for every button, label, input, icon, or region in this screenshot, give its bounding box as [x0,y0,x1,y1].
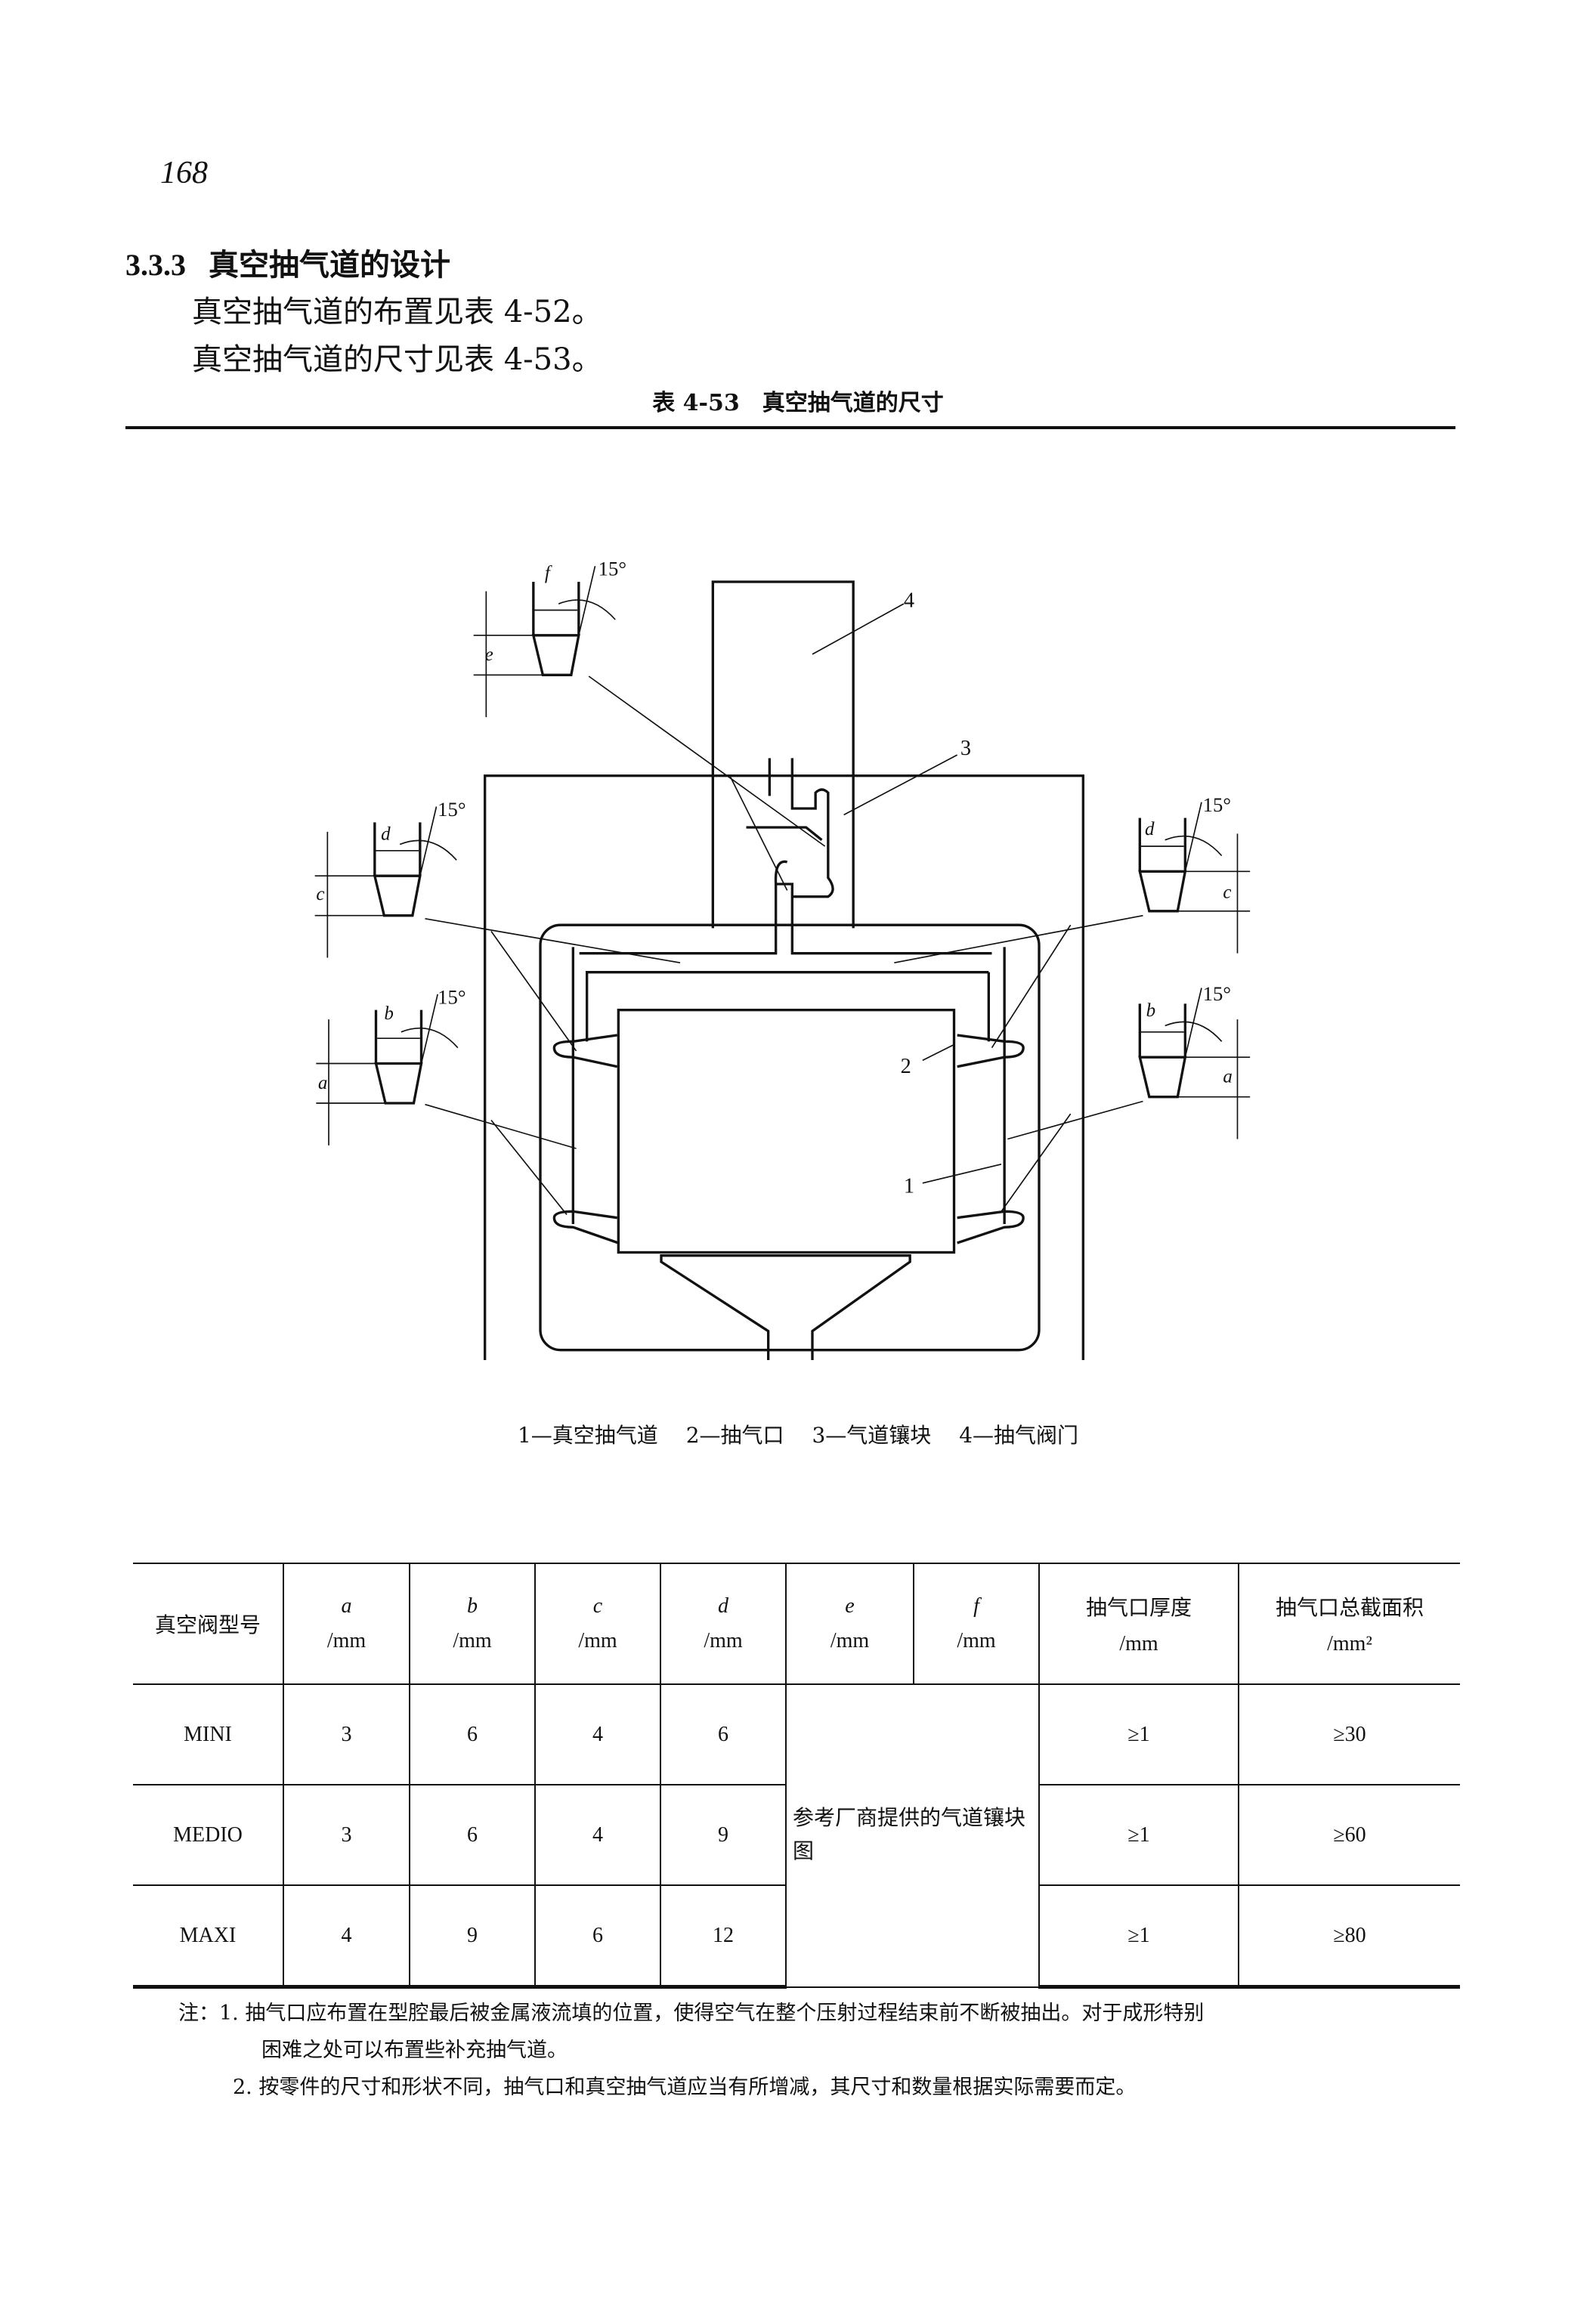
dim-label-b: b [1146,1000,1156,1021]
legend-item: 3—气道镶块 [812,1423,932,1448]
dim-label-a: a [318,1073,328,1093]
dim-label-c: c [1223,882,1231,902]
table-header-row: 真空阀型号 a/mm b/mm c/mm d/mm e/mm f/mm 抽气口厚… [133,1563,1460,1685]
cell-area: ≥60 [1238,1784,1460,1886]
table-title: 表 4-53 真空抽气道的尺寸 [652,390,944,416]
cell-b: 6 [409,1784,536,1886]
section-number: 3.3.3 [125,248,186,282]
angle-label: 15° [1203,793,1231,816]
cavity [617,1009,956,1254]
paragraph: 真空抽气道的布置见表 4-52。 [192,295,602,329]
cell-c: 4 [534,1784,661,1886]
dim-label-d: d [1145,819,1155,839]
cell-d: 6 [660,1683,787,1785]
col-header-area: 抽气口总截面积/mm² [1238,1563,1460,1685]
angle-label: 15° [1203,982,1231,1005]
cell-model: MINI [133,1683,284,1785]
angle-label: 15° [438,985,466,1008]
col-header-f: f/mm [913,1563,1040,1685]
callout-3: 3 [960,737,971,760]
divider [125,426,1455,429]
overflow-boundary [539,923,1041,1352]
col-header-c: c/mm [534,1563,661,1685]
cell-b: 9 [409,1884,536,1989]
cell-thickness: ≥1 [1038,1884,1239,1989]
page-number: 168 [160,156,208,190]
dim-label-b: b [384,1003,393,1024]
col-header-a: a/mm [283,1563,410,1685]
dim-label-d: d [381,824,391,845]
cell-a: 4 [283,1884,410,1989]
dim-label-e: e [485,645,493,665]
section-heading: 3.3.3 真空抽气道的设计 [125,240,450,284]
col-header-d: d/mm [660,1563,787,1685]
dimension-table: 真空阀型号 a/mm b/mm c/mm d/mm e/mm f/mm 抽气口厚… [133,1563,1460,1989]
dim-label-c: c [316,884,324,904]
dim-label-f: f [545,563,552,583]
note-1-cont: 困难之处可以布置些补充抽气道。 [261,2039,568,2062]
callout-4: 4 [904,589,914,612]
angle-label: 15° [598,558,626,580]
col-header-b: b/mm [409,1563,536,1685]
cell-ef-merged: 参考厂商提供的气道镶块图 [785,1683,1040,1988]
col-header-e: e/mm [785,1563,914,1685]
callout-1: 1 [904,1174,914,1198]
cell-model: MEDIO [133,1784,284,1886]
cell-thickness: ≥1 [1038,1683,1239,1785]
cell-model: MAXI [133,1884,284,1989]
figure-legend: 1—真空抽气道 2—抽气口 3—气道镶块 4—抽气阀门 [0,1419,1596,1449]
cell-a: 3 [283,1784,410,1886]
legend-item: 2—抽气口 [685,1423,784,1448]
note-2: 2. 按零件的尺寸和形状不同，抽气口和真空抽气道应当有所增减，其尺寸和数量根据实… [233,2076,1137,2099]
cell-b: 6 [409,1683,536,1785]
col-header-thickness: 抽气口厚度/mm [1038,1563,1239,1685]
note-1: 注：1. 抽气口应布置在型腔最后被金属液流填的位置，使得空气在整个压射过程结束前… [178,2002,1205,2025]
cell-d: 12 [660,1884,787,1989]
valve-block [711,580,855,929]
legend-item: 4—抽气阀门 [959,1423,1079,1448]
paragraph: 真空抽气道的尺寸见表 4-53。 [192,342,602,377]
vacuum-channel-diagram: 4 3 2 1 15° 15° 15° 15° 15° f e d c b a … [313,558,1251,1360]
cell-thickness: ≥1 [1038,1784,1239,1886]
angle-label: 15° [438,798,466,821]
cell-c: 4 [534,1683,661,1785]
cell-d: 9 [660,1784,787,1886]
die-frame [484,774,1084,1360]
cell-a: 3 [283,1683,410,1785]
section-title: 真空抽气道的设计 [209,247,450,283]
cell-area: ≥80 [1238,1884,1460,1989]
col-header-model: 真空阀型号 [133,1563,284,1685]
callout-2: 2 [901,1055,911,1078]
cell-c: 6 [534,1884,661,1989]
dim-label-a: a [1223,1067,1233,1087]
legend-item: 1—真空抽气道 [517,1423,658,1448]
cell-area: ≥30 [1238,1683,1460,1785]
